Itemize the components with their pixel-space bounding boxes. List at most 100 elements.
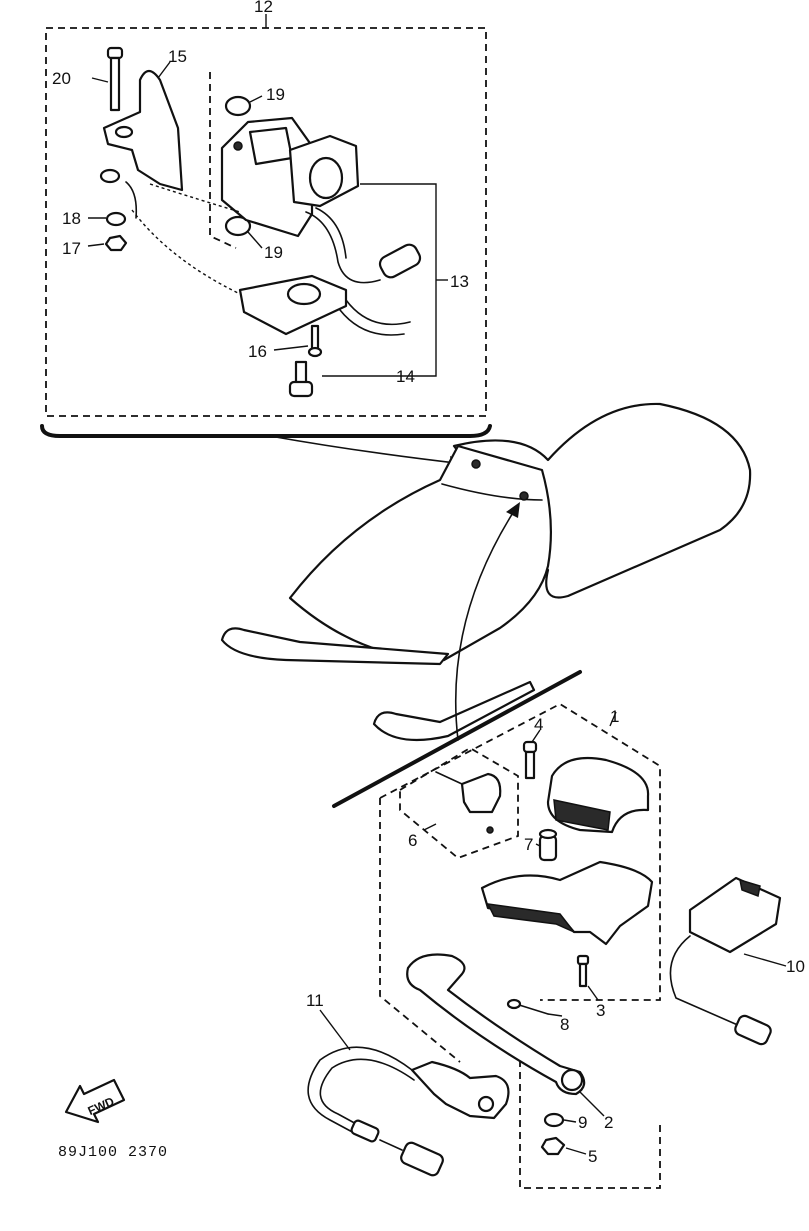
switch-6-screw	[486, 826, 494, 834]
callout-14: 14	[396, 367, 415, 386]
front-ski	[220, 627, 450, 666]
leader-3	[587, 985, 599, 1001]
group-12-dashed-frame	[45, 27, 487, 417]
mount-hole-1	[471, 459, 481, 469]
switch-11-connector	[400, 1141, 444, 1177]
hood	[288, 444, 552, 662]
callout-1: 1	[610, 707, 619, 726]
screw-4	[522, 740, 538, 780]
pointer-arrow-group12	[269, 435, 465, 465]
callout-20: 20	[52, 69, 71, 88]
clamp-wire-b	[339, 309, 405, 336]
switch-11-wire-tail	[379, 1139, 403, 1151]
bolt-14	[288, 360, 314, 398]
clamp-wire	[345, 299, 411, 326]
switch-11-cable-b	[319, 1058, 415, 1127]
callout-13: 13	[450, 272, 469, 291]
forward-direction-arrow: FWD	[64, 1078, 126, 1124]
group-12-bracket	[40, 424, 492, 438]
leader-4	[531, 729, 541, 743]
lever-holder	[480, 860, 654, 946]
switch-11-cable	[307, 1046, 413, 1135]
callout-2: 2	[604, 1113, 613, 1132]
leader-15	[157, 61, 171, 79]
phantom-line-b	[149, 183, 241, 213]
leader-5	[565, 1147, 587, 1155]
nut-17	[104, 234, 128, 252]
rear-ski	[372, 680, 536, 742]
leader-20	[91, 77, 109, 83]
brake-lever-assembly-group: FWD 1 4 6 7 3 8 2 9 5 10 11 89J100 2370	[58, 670, 805, 1189]
pointer-arrowhead-lower	[506, 502, 520, 518]
spacer-7-top	[538, 828, 558, 840]
callout-18: 18	[62, 209, 81, 228]
washer-9	[543, 1112, 565, 1128]
throttle-housing-assembly-group: 12 20 15 19 19 18 17 13 16 14	[40, 0, 492, 438]
divider-line	[332, 670, 582, 808]
group-1-dashed-frame	[379, 702, 661, 1189]
callout-19-top: 19	[266, 85, 285, 104]
callout-12: 12	[254, 0, 273, 16]
brake-switch-6	[460, 772, 502, 814]
callout-9: 9	[578, 1113, 587, 1132]
leader-17	[87, 243, 105, 247]
phantom-line-a	[131, 209, 241, 295]
cover-shadow	[553, 799, 611, 831]
holder-shadow	[486, 903, 575, 933]
switch-connector	[378, 243, 422, 279]
leader-10	[743, 953, 787, 967]
switch-11-plunger	[477, 1095, 495, 1113]
seat	[452, 402, 752, 599]
leader-19a	[249, 95, 263, 103]
callout-17: 17	[62, 239, 81, 258]
lever-2-knob	[560, 1068, 584, 1092]
callout-3: 3	[596, 1001, 605, 1020]
grommet-19-bottom	[224, 215, 252, 237]
leader-6	[423, 823, 437, 831]
callout-10: 10	[786, 957, 805, 976]
pointer-arrow-lower	[454, 507, 517, 741]
relay-10	[669, 876, 782, 1046]
snowmobile-outline	[220, 402, 752, 742]
leader-19b	[247, 231, 263, 249]
stop-switch-11	[410, 1060, 510, 1120]
switch-housing-13	[220, 116, 360, 238]
callout-8: 8	[560, 1015, 569, 1034]
leader-2	[579, 1091, 605, 1117]
grommet-19-top	[224, 95, 252, 117]
switch-cable-b	[315, 207, 347, 259]
bracket-15	[102, 69, 184, 192]
switch-11-boot	[350, 1119, 380, 1143]
pin-8	[506, 998, 549, 1015]
switch-6-pin	[435, 771, 463, 785]
callout-4: 4	[534, 715, 543, 734]
bracket-15-hole	[114, 125, 134, 139]
callout-6: 6	[408, 831, 417, 850]
nut-5	[540, 1136, 566, 1156]
bracket-15-hole-lower	[99, 168, 121, 184]
leader-7	[535, 843, 541, 847]
callout-15: 15	[168, 47, 187, 66]
clamp-bore	[286, 282, 322, 306]
callout-7: 7	[524, 835, 533, 854]
group-6-dashed-frame	[399, 746, 519, 860]
leader-16	[273, 345, 309, 351]
housing-lower-clamp	[238, 274, 348, 336]
callout-16: 16	[248, 342, 267, 361]
drawing-code: 89J100 2370	[58, 1144, 168, 1161]
callout-19-bottom: 19	[264, 243, 283, 262]
leader-11	[319, 1009, 351, 1051]
bolt-20	[106, 46, 124, 112]
mount-hole-2	[519, 491, 529, 501]
hood-line	[441, 483, 543, 501]
callout-11: 11	[306, 991, 324, 1010]
spacer-7	[538, 834, 558, 862]
housing-subframe	[209, 72, 237, 249]
washer-18	[105, 211, 127, 227]
leader-1	[609, 711, 617, 727]
bracket-15-arm	[125, 181, 138, 219]
switch-cable	[305, 211, 381, 284]
screw-3	[576, 954, 590, 988]
leader-8	[547, 1013, 563, 1017]
